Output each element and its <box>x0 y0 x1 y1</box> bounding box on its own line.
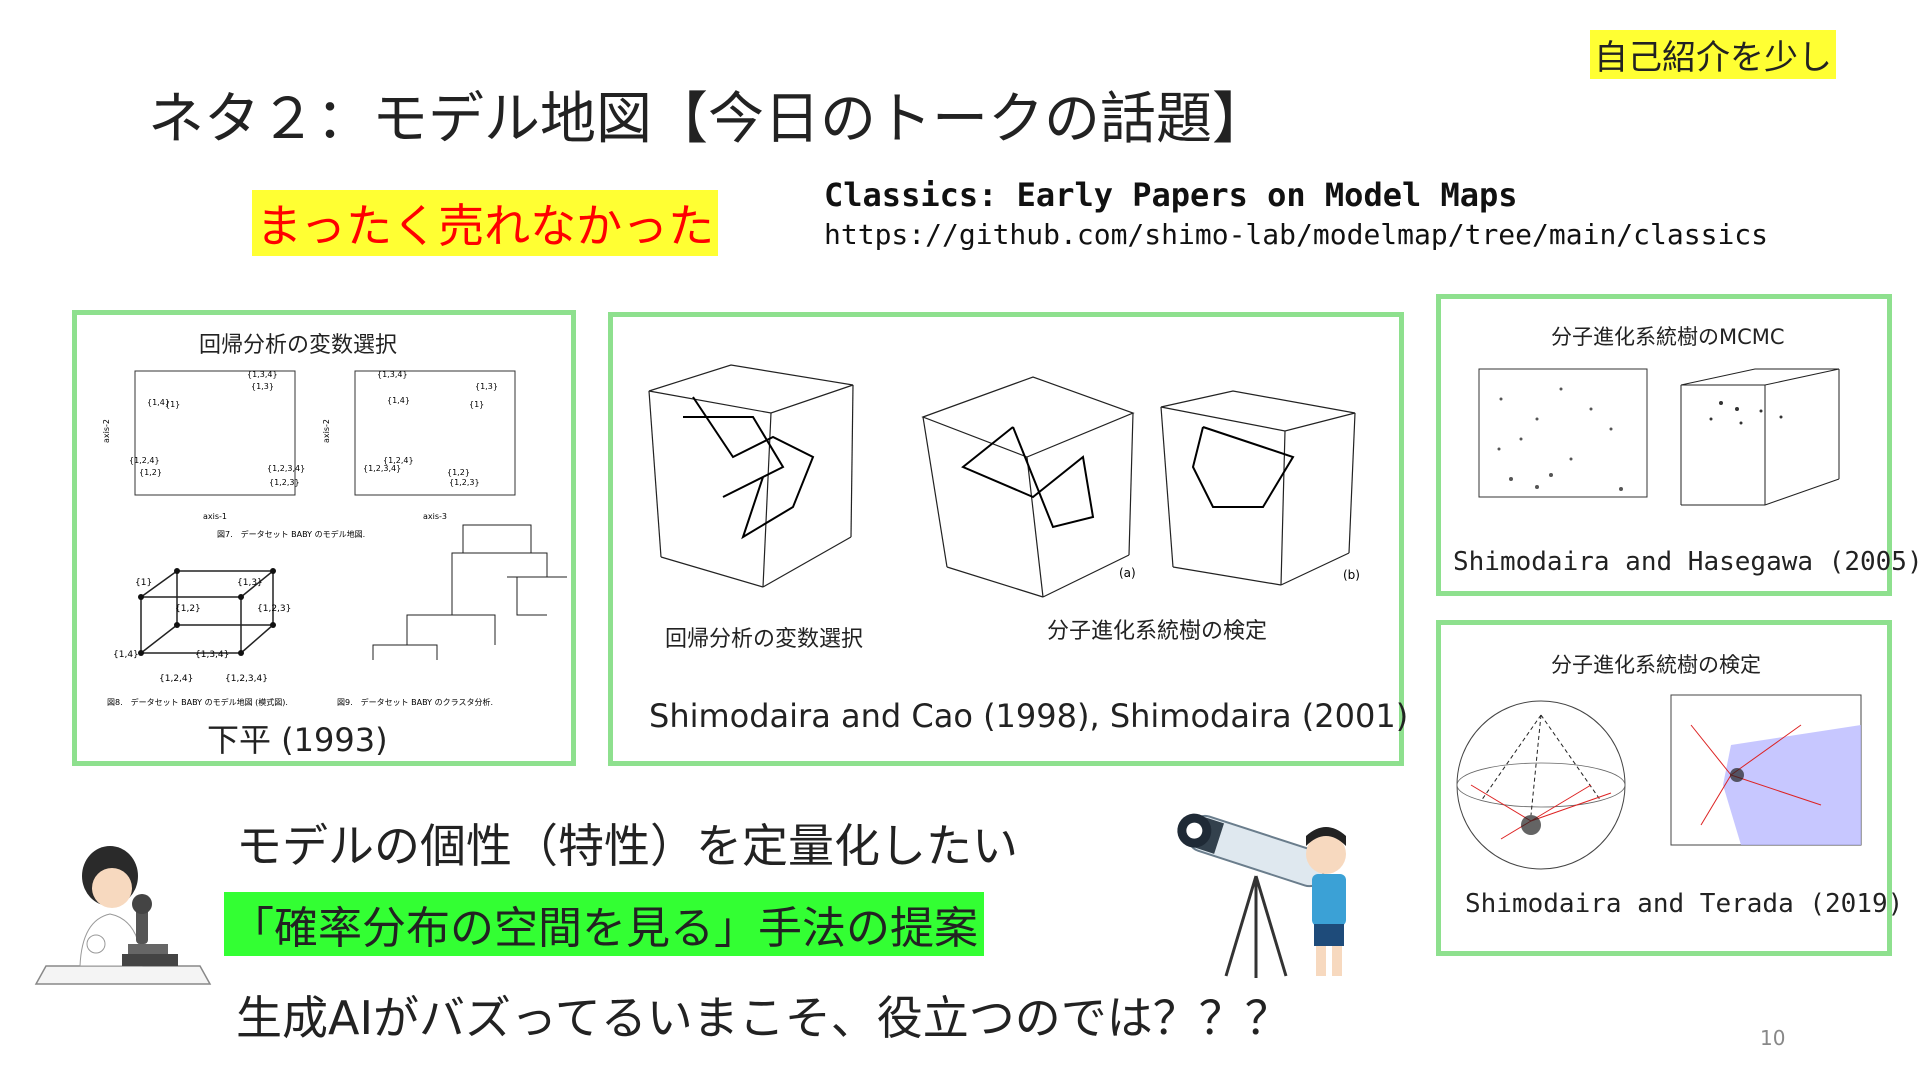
region-cluster <box>1730 768 1744 782</box>
tree-b <box>1191 426 1295 508</box>
scatter-right-frame <box>354 370 516 496</box>
panel4-credit: Shimodaira and Terada (2019) <box>1465 889 1904 919</box>
proposal-statement: 「確率分布の空間を見る」手法の提案 <box>224 892 984 956</box>
scatter-left-label: {1,3} <box>251 382 274 391</box>
sphere-cone <box>1480 714 1602 816</box>
panel2-credit: Shimodaira and Cao (1998), Shimodaira (2… <box>649 697 1409 735</box>
scatter-right-label: {1,2} <box>447 468 470 477</box>
scatter-right-label: {1} <box>469 400 484 409</box>
panel3-inner-title: 分子進化系統樹のMCMC <box>1551 325 1785 349</box>
tree-a1 <box>683 396 815 540</box>
scatter-left-label: {1,2,4} <box>129 456 160 465</box>
scatter-right-label: {1,4} <box>387 396 410 405</box>
panel4-inner-title: 分子進化系統樹の検定 <box>1551 653 1761 677</box>
axis-label-x: axis-1 <box>203 512 227 521</box>
subfigure-b-label: (b) <box>1343 568 1360 582</box>
classics-url[interactable]: https://github.com/shimo-lab/modelmap/tr… <box>824 218 1769 251</box>
tree-a2 <box>961 426 1095 529</box>
scatter-left-label: {1,2} <box>139 468 162 477</box>
question-statement: 生成AIがバズってるいまこそ、役立つのでは？？？ <box>236 991 1291 1045</box>
likelihood-cube <box>1680 368 1840 506</box>
cube-a1 <box>648 364 854 588</box>
sphere-cluster <box>1521 815 1541 835</box>
scatter-left-label: {1,2,3} <box>269 478 300 487</box>
sphere-region-figure <box>1456 694 1862 870</box>
goal-statement: モデルの個性（特性）を定量化したい <box>236 819 1018 873</box>
mcmc-figure <box>1478 368 1840 506</box>
3d-model-maps-figure: (a) (b) <box>648 364 1360 598</box>
subfigure-a-label: (a) <box>1119 566 1136 580</box>
scatter-left-frame <box>134 370 296 496</box>
sphere-rays <box>1470 784 1612 840</box>
region-rays <box>1690 724 1822 826</box>
cube-label: {1,2} <box>175 604 201 614</box>
sphere-equator <box>1456 762 1626 808</box>
intro-tag: 自己紹介を少し <box>1590 30 1836 79</box>
panel-shimodaira-hasegawa: 分子進化系統樹のMCMC Shimodaira and Hasegawa (20… <box>1436 294 1920 596</box>
page-number: 10 <box>1760 1026 1786 1050</box>
classics-heading: Classics: Early Papers on Model Maps <box>824 176 1518 214</box>
fig9-caption: 図9. データセット BABY のクラスタ分析. <box>337 697 493 707</box>
axis-label-y: axis-2 <box>322 419 331 443</box>
cube-a2 <box>921 376 1135 598</box>
region-area <box>1723 725 1861 845</box>
scatter-right-label: {1,2,3,4} <box>363 464 401 473</box>
panel3-credit: Shimodaira and Hasegawa (2005) <box>1453 547 1920 577</box>
axis-label-x: axis-3 <box>423 512 447 521</box>
scatter-right-label: {1,2,3} <box>449 478 480 487</box>
panel1-credit: 下平 (1993) <box>207 721 388 759</box>
model-map-figure: {1,4} {1} {1,3,4} {1,3} {1,2,4} {1,2} {1… <box>102 370 567 707</box>
cube-label: {1} <box>135 578 152 588</box>
panel-shimodaira-1993: 回帰分析の変数選択 {1,4} {1} {1,3,4} {1,3} {1,2,4… <box>72 310 576 766</box>
pc-scatter-frame <box>1478 368 1648 498</box>
cube-label: {1,3} <box>237 578 263 588</box>
cube-label: {1,3,4} <box>195 650 229 660</box>
panel-shimodaira-cao: (a) (b) 回帰分析の変数選択 分子進化系統樹の検定 Shimodaira … <box>608 312 1408 766</box>
dendrogram <box>372 524 567 660</box>
unsold-note: まったく売れなかった <box>252 190 719 256</box>
cube-label: {1,2,3} <box>257 604 291 614</box>
cube-label: {1,2,3,4} <box>225 674 268 684</box>
panel2-label-left: 回帰分析の変数選択 <box>665 627 864 652</box>
microscope-researcher-illustration <box>34 846 212 985</box>
panel2-label-right: 分子進化系統樹の検定 <box>1047 619 1268 644</box>
axis-label-y: axis-2 <box>102 419 111 443</box>
scatter-right-label: {1,3,4} <box>377 370 408 379</box>
scatter-left-label: {1,4} <box>147 398 170 407</box>
telescope-boy-illustration <box>1177 813 1346 978</box>
panel-shimodaira-terada: 分子進化系統樹の検定 Shimodaira and Terada (2019) <box>1436 620 1903 956</box>
slide-title: ネタ２：モデル地図【今日のトークの話題】 <box>148 87 1268 152</box>
fig8-caption: 図8. データセット BABY のモデル地図 (模式図). <box>107 697 288 707</box>
panel1-inner-title: 回帰分析の変数選択 <box>199 333 398 358</box>
sphere <box>1456 700 1626 870</box>
scatter-left-label: {1} <box>165 400 180 409</box>
cube-b <box>1160 390 1356 586</box>
scatter-right-label: {1,3} <box>475 382 498 391</box>
cube-label: {1,4} <box>113 650 139 660</box>
fig7-caption: 図7. データセット BABY のモデル地図. <box>217 529 365 539</box>
scatter-right-label: {1,2,4} <box>383 456 414 465</box>
scatter-left-label: {1,3,4} <box>247 370 278 379</box>
scatter-left-label: {1,2,3,4} <box>267 464 305 473</box>
cube-label: {1,2,4} <box>159 674 193 684</box>
